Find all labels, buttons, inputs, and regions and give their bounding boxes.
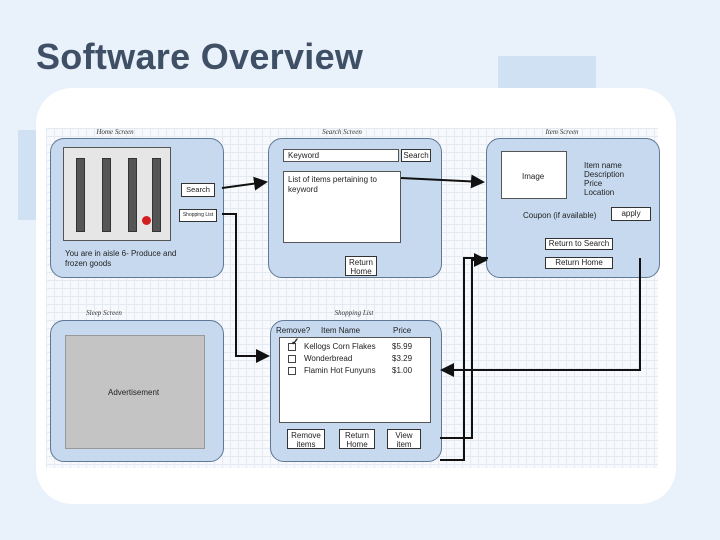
aisle-map [63, 147, 171, 241]
aisle-shelf [152, 158, 161, 232]
item-screen-label: Item Screen [545, 128, 579, 136]
item-image-placeholder: Image [501, 151, 567, 199]
aisle-shelf [76, 158, 85, 232]
remove-checkbox[interactable] [288, 355, 296, 363]
search-button[interactable]: Search [401, 149, 431, 162]
list-item-name: Wonderbread [304, 354, 353, 363]
decorative-bracket [18, 130, 40, 220]
home-screen: Search Shopping List You are in aisle 6-… [50, 138, 224, 278]
home-screen-label: Home Screen [96, 128, 134, 136]
return-to-search-button[interactable]: Return to Search [545, 238, 613, 250]
item-detail-name: Item name [584, 161, 622, 170]
shopping-list-button[interactable]: Shopping List [179, 209, 217, 222]
item-image-text: Image [522, 172, 545, 181]
list-item-name: Kellogs Corn Flakes [304, 342, 376, 351]
arrow-home-to-search [221, 176, 268, 191]
list-item-name: Flamin Hot Funyuns [304, 366, 376, 375]
aisle-shelf [128, 158, 137, 232]
sleep-screen: Advertisement [50, 320, 224, 462]
search-return-home-button[interactable]: Return Home [345, 256, 377, 276]
coupon-text: Coupon (if available) [523, 211, 597, 220]
advertisement-text: Advertisement [108, 388, 160, 397]
keyword-input[interactable]: Keyword [283, 149, 399, 162]
apply-coupon-button[interactable]: apply [611, 207, 651, 221]
current-location-marker [142, 216, 151, 225]
shopping-list-screen: Remove? Item Name Price ✓ Kellogs Corn F… [270, 320, 442, 462]
search-results-text: List of items pertaining to keyword [288, 175, 377, 194]
item-detail-price: Price [584, 179, 603, 188]
search-screen-label: Search Screen [322, 128, 362, 136]
sleep-screen-label: Sleep Screen [86, 309, 122, 317]
remove-checkbox[interactable] [288, 343, 296, 351]
list-item-price: $5.99 [392, 342, 413, 351]
item-detail-description: Description [584, 170, 625, 179]
item-screen: Image Item name Description Price Locati… [486, 138, 660, 278]
arrow-item-to-shopping-list [440, 258, 641, 377]
arrow-home-to-shopping-list [222, 213, 270, 363]
search-screen: Keyword Search List of items pertaining … [268, 138, 442, 278]
column-item-name: Item Name [321, 326, 361, 335]
advertisement-area: Advertisement [65, 335, 205, 449]
column-remove: Remove? [276, 326, 311, 335]
shopping-list-screen-label: Shopping List [334, 309, 374, 317]
shopping-list-table: ✓ Kellogs Corn Flakes $5.99 Wonderbread … [279, 337, 431, 423]
aisle-shelf [102, 158, 111, 232]
list-item-price: $3.29 [392, 354, 413, 363]
list-item-price: $1.00 [392, 366, 413, 375]
column-price: Price [393, 326, 412, 335]
arrow-list-to-item [440, 253, 488, 439]
remove-items-button[interactable]: Remove items [287, 429, 325, 449]
item-detail-location: Location [584, 188, 615, 197]
remove-checkbox[interactable] [288, 367, 296, 375]
search-results-list: List of items pertaining to keyword [283, 171, 401, 243]
slide-title: Software Overview [36, 36, 364, 77]
list-return-home-button[interactable]: Return Home [339, 429, 375, 449]
arrow-search-to-item [400, 174, 485, 189]
view-item-button[interactable]: View item [387, 429, 421, 449]
arrow-item-to-search [440, 257, 488, 461]
item-return-home-button[interactable]: Return Home [545, 257, 613, 269]
home-search-button[interactable]: Search [181, 183, 215, 197]
aisle-status-text: You are in aisle 6- Produce and frozen g… [65, 249, 177, 268]
decorative-slash [498, 56, 596, 90]
checkmark-icon: ✓ [291, 337, 300, 348]
